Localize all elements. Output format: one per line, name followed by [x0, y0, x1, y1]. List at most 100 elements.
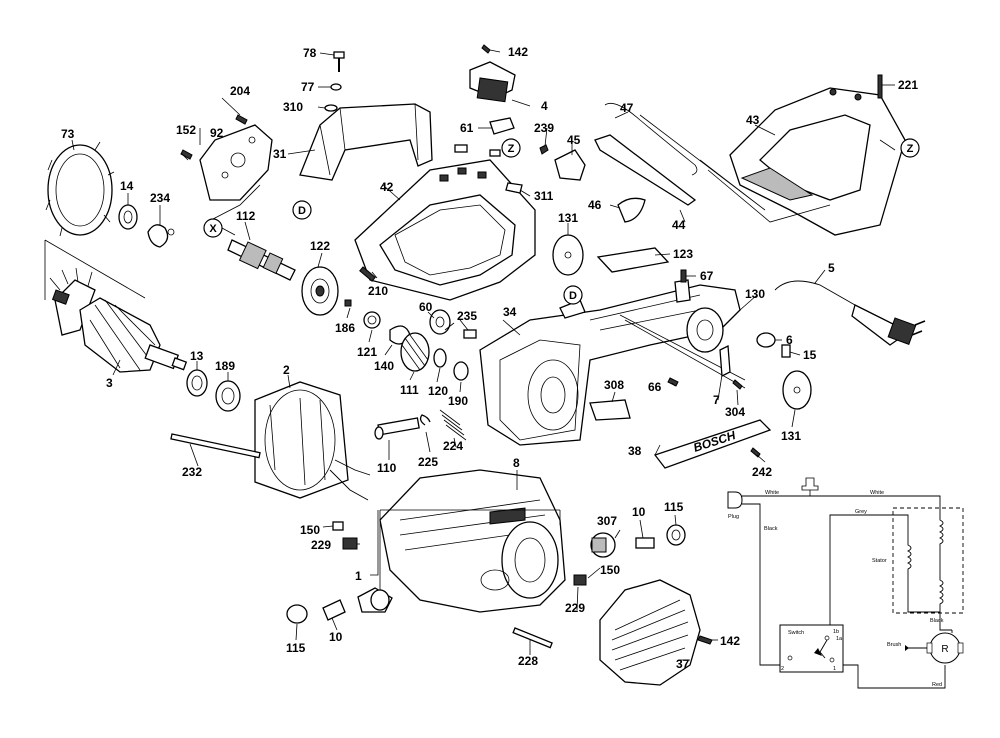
label-224: 224 — [443, 439, 463, 453]
wiring-switch-label: Switch — [788, 630, 804, 636]
label-204: 204 — [230, 84, 250, 98]
label-189: 189 — [215, 359, 235, 373]
lower-guard-38: BOSCH — [653, 419, 772, 469]
brand-logo: BOSCH — [692, 428, 738, 455]
label-122: 122 — [310, 239, 330, 253]
guide-pin-110 — [374, 409, 467, 441]
wiring-motor-label: R — [941, 644, 948, 655]
label-44: 44 — [672, 218, 686, 232]
wiring-black-right: Black — [930, 618, 944, 624]
label-131a: 131 — [558, 211, 578, 225]
label-67: 67 — [700, 269, 714, 283]
label-66: 66 — [648, 380, 662, 394]
label-142b: 142 — [720, 634, 740, 648]
label-152: 152 — [176, 123, 196, 137]
reference-markers: D D X Z Z — [203, 138, 920, 305]
leader-lines — [71, 49, 896, 661]
housing-34 — [479, 269, 746, 446]
motor-housing-8 — [379, 469, 566, 613]
label-46: 46 — [588, 198, 602, 212]
label-10a: 10 — [329, 630, 343, 644]
label-131b: 131 — [781, 429, 801, 443]
label-15: 15 — [803, 348, 817, 362]
label-304: 304 — [725, 405, 745, 419]
fan-cover-37 — [512, 579, 713, 686]
label-111: 111 — [400, 383, 419, 397]
bearings-13-189 — [186, 369, 241, 412]
base-plate-43 — [707, 74, 906, 236]
label-110: 110 — [377, 461, 397, 475]
power-cord-5 — [589, 280, 926, 421]
label-115a: 115 — [286, 641, 306, 655]
label-34: 34 — [503, 305, 517, 319]
label-221: 221 — [898, 78, 918, 92]
wiring-stator-label: Stator — [872, 558, 887, 564]
label-37: 37 — [676, 657, 690, 671]
label-10b: 10 — [632, 505, 646, 519]
wiring-white-right: White — [870, 490, 884, 496]
label-242: 242 — [752, 465, 772, 479]
housing-42 — [354, 144, 536, 301]
label-31: 31 — [273, 147, 287, 161]
label-112: 112 — [236, 209, 256, 223]
label-239: 239 — [534, 121, 554, 135]
screw-210 — [359, 266, 376, 282]
wiring-brush-label: Brush — [887, 642, 901, 648]
label-45: 45 — [567, 133, 581, 147]
label-311: 311 — [534, 189, 554, 203]
label-308: 308 — [604, 378, 624, 392]
label-228: 228 — [518, 654, 538, 668]
ref-x-shaft: X — [209, 223, 217, 235]
handle-group — [299, 51, 433, 181]
label-60: 60 — [419, 300, 433, 314]
brush-parts-left — [286, 521, 393, 624]
label-229a: 229 — [311, 538, 331, 552]
wiring-plug-label: Plug — [728, 514, 739, 520]
shaft-112-group — [227, 239, 352, 316]
label-77: 77 — [301, 80, 315, 94]
ref-d-housing: D — [569, 290, 577, 302]
label-73: 73 — [61, 127, 75, 141]
label-6: 6 — [786, 333, 793, 347]
blades-and-label — [552, 234, 812, 410]
switch-group — [469, 44, 766, 223]
label-120: 120 — [428, 384, 448, 398]
label-142a: 142 — [508, 45, 528, 59]
label-92: 92 — [210, 126, 224, 140]
label-225: 225 — [418, 455, 438, 469]
bracket-92-group — [180, 114, 273, 201]
wiring-black-left: Black — [764, 526, 778, 532]
label-150a: 150 — [300, 523, 320, 537]
label-2: 2 — [283, 363, 290, 377]
label-47: 47 — [620, 101, 634, 115]
ref-z-base: Z — [907, 143, 914, 155]
wiring-term-1b: 1b — [833, 629, 839, 635]
label-78: 78 — [303, 46, 317, 60]
ref-z-housing: Z — [508, 143, 515, 155]
armature-3 — [44, 239, 188, 373]
label-3: 3 — [106, 376, 113, 390]
label-310: 310 — [283, 100, 303, 114]
label-234: 234 — [150, 191, 170, 205]
label-235: 235 — [457, 309, 477, 323]
wiring-term-1: 1 — [833, 666, 836, 672]
label-14: 14 — [120, 179, 134, 193]
label-150b: 150 — [600, 563, 620, 577]
label-115b: 115 — [664, 500, 684, 514]
label-210: 210 — [368, 284, 388, 298]
wiring-diagram: Plug White White Black Stator Grey Black… — [727, 477, 964, 689]
gear-train — [363, 309, 477, 381]
label-307: 307 — [597, 514, 617, 528]
label-8: 8 — [513, 456, 520, 470]
label-5: 5 — [828, 261, 835, 275]
label-232: 232 — [182, 465, 202, 479]
wiring-term-2: 2 — [781, 666, 784, 672]
label-13: 13 — [190, 349, 204, 363]
stator-2 — [170, 381, 371, 501]
label-123: 123 — [673, 247, 693, 261]
fan-73-group — [45, 141, 175, 248]
wiring-term-1a: 1a — [836, 636, 843, 642]
label-43: 43 — [746, 113, 760, 127]
wiring-red-label: Red — [932, 682, 942, 688]
